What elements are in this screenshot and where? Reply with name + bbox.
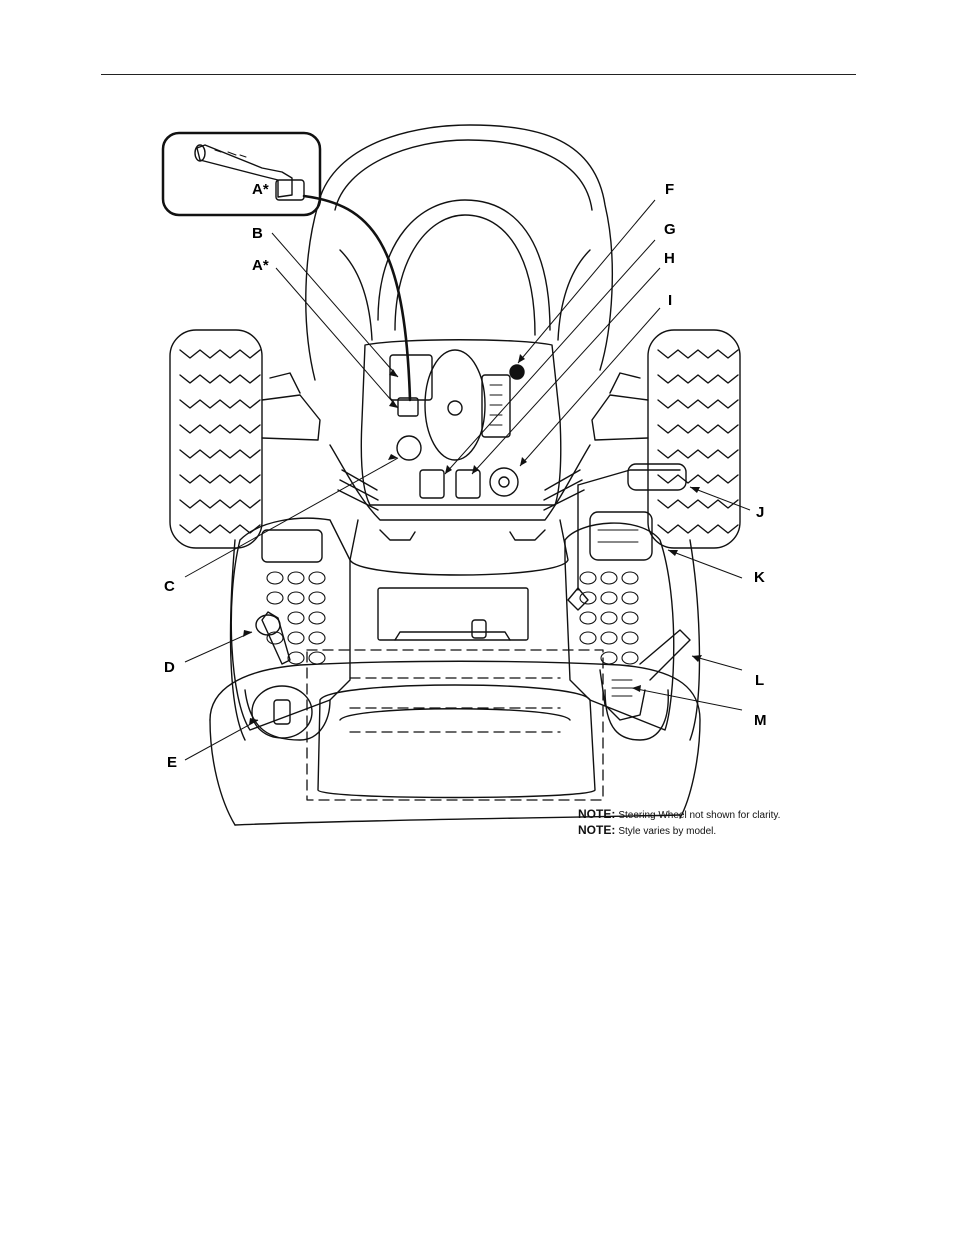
left-tire [169,329,263,549]
leader-arrowheads [243,354,702,725]
callout-j: J [756,504,765,521]
callout-a: A* [252,257,269,274]
callout-l: L [755,672,765,689]
callout-b: B [252,225,263,242]
callout-e: E [167,754,178,771]
callout-k: K [754,569,765,586]
seat-cushion [317,684,596,799]
inset-throttle-detail [161,131,322,217]
callout-a-inset: A* [252,181,269,198]
front-fascia [329,444,591,576]
note-steering-wheel: NOTE:Steering Wheel not shown for clarit… [578,807,780,823]
page-top-rule [101,74,856,75]
callout-g: G [664,221,676,238]
note-text: Style varies by model. [618,826,717,837]
callout-c: C [164,578,175,595]
seat-base [377,587,529,641]
callout-i: I [668,292,673,309]
left-footrest [230,517,351,731]
dash-panel [360,339,562,506]
note-label: NOTE: [578,807,616,821]
rear-fender [209,660,701,826]
note-label: NOTE: [578,823,616,837]
notes-block: NOTE:Steering Wheel not shown for clarit… [578,807,780,839]
callout-f: F [665,181,675,198]
note-style-varies: NOTE:Style varies by model. [578,823,780,839]
seat-dashed-outline [306,649,604,801]
leader-lines [184,199,751,761]
hood [305,124,614,381]
callout-h: H [664,250,675,267]
note-text: Steering Wheel not shown for clarity. [618,810,781,821]
right-footrest [564,463,691,731]
callout-m: M [754,712,767,729]
right-tire [647,329,741,549]
callout-d: D [164,659,175,676]
